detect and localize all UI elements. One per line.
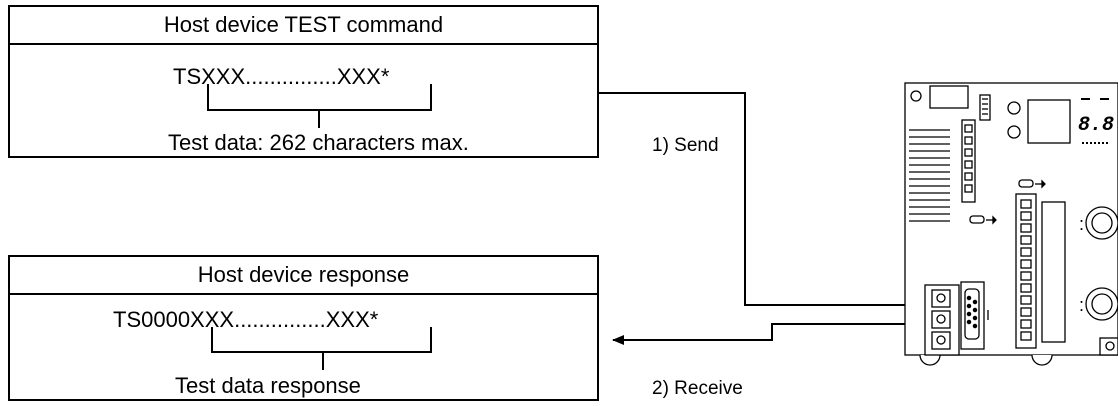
send-arrow xyxy=(599,92,943,310)
response-box: Host device response xyxy=(8,255,599,401)
device-display: 8.8. xyxy=(1078,114,1118,137)
response-string: TS0000XXX...............XXX* xyxy=(113,307,379,332)
receive-label: 2) Receive xyxy=(652,378,743,399)
controller-unit-icon: : : xyxy=(904,82,1118,366)
test-command-box: Host device TEST command xyxy=(8,5,599,158)
command-bracket xyxy=(207,84,432,128)
response-title: Host device response xyxy=(10,257,597,295)
response-bracket xyxy=(211,327,432,370)
svg-text::: : xyxy=(1079,295,1084,315)
test-command-string: TSXXX...............XXX* xyxy=(173,64,390,89)
send-label: 1) Send xyxy=(652,135,719,156)
test-data-note: Test data: 262 characters max. xyxy=(168,130,469,155)
test-command-title: Host device TEST command xyxy=(10,7,597,45)
response-data-note: Test data response xyxy=(175,373,361,398)
receive-arrow xyxy=(612,323,942,345)
svg-text::: : xyxy=(1079,214,1084,234)
